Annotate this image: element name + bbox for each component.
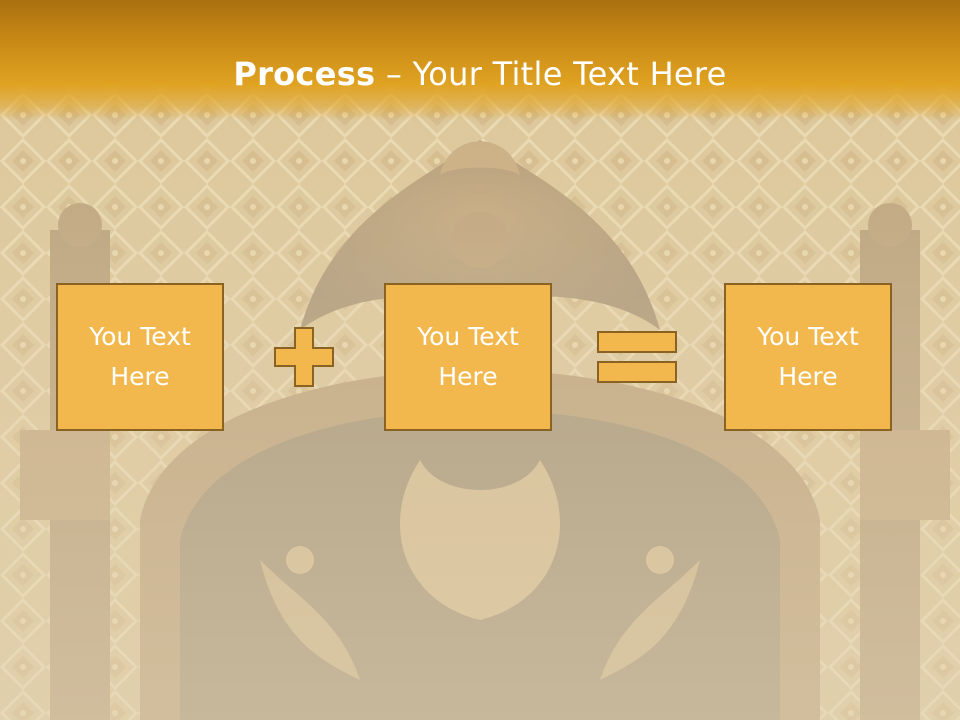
slide-title: Process – Your Title Text Here xyxy=(0,52,960,96)
process-box-1-line1: You Text xyxy=(89,322,191,351)
plus-icon xyxy=(274,327,334,387)
equals-icon xyxy=(597,331,677,383)
process-box-3-line2: Here xyxy=(778,362,838,391)
process-box-3[interactable]: You Text Here xyxy=(724,283,892,431)
process-box-2-line1: You Text xyxy=(417,322,519,351)
title-rest: – Your Title Text Here xyxy=(375,55,727,93)
process-box-1[interactable]: You Text Here xyxy=(56,283,224,431)
process-box-2[interactable]: You Text Here xyxy=(384,283,552,431)
process-box-3-line1: You Text xyxy=(757,322,859,351)
title-bar xyxy=(0,0,960,120)
title-bold: Process xyxy=(233,55,376,93)
process-box-1-line2: Here xyxy=(110,362,170,391)
process-box-2-line2: Here xyxy=(438,362,498,391)
